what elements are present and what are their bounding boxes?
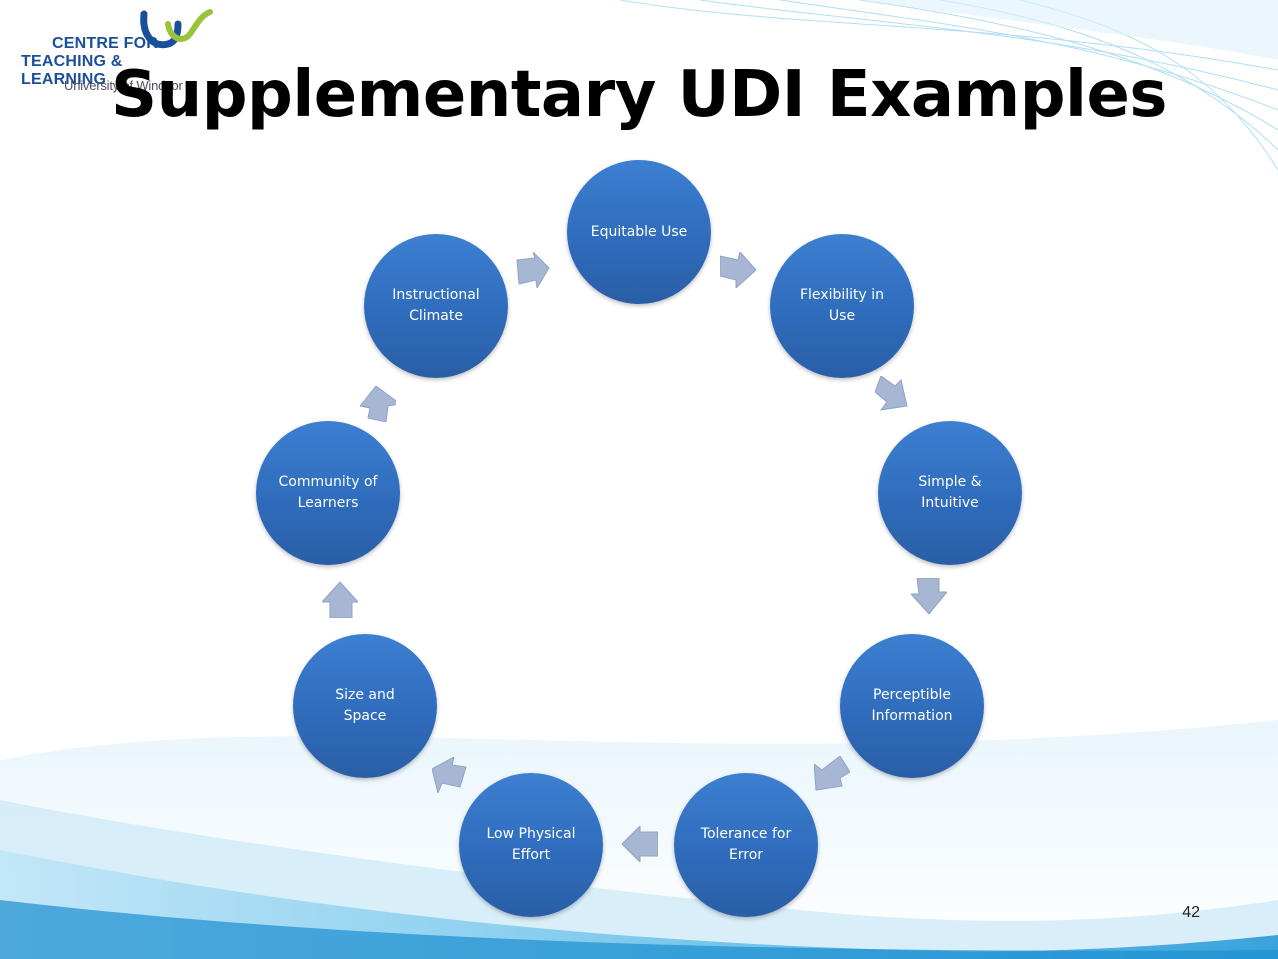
- cycle-arrow-8: [322, 582, 358, 618]
- node-label: Instructional Climate: [392, 287, 480, 324]
- node-label: Low Physical Effort: [486, 826, 576, 863]
- cycle-arrow-7: [432, 757, 467, 793]
- node-size-and-space: Size and Space: [293, 634, 437, 778]
- logo-line-3: University of Windsor: [64, 78, 183, 93]
- node-perceptible-information: Perceptible Information: [840, 634, 984, 778]
- node-low-physical-effort: Low Physical Effort: [459, 773, 603, 917]
- cycle-arrow-1: [516, 252, 550, 288]
- centre-logo: CENTRE FOR TEACHING & LEARNING Universit…: [10, 4, 213, 96]
- node-label: Equitable Use: [590, 223, 688, 240]
- node-instructional-climate: Instructional Climate: [364, 234, 508, 378]
- node-community-of-learners: Community of Learners: [256, 421, 400, 565]
- node-label: Simple & Intuitive: [918, 474, 982, 511]
- slide-title: Supplementary UDI Examples: [111, 58, 1167, 132]
- node-simple-intuitive: Simple & Intuitive: [878, 421, 1022, 565]
- cycle-arrow-5: [814, 756, 850, 791]
- logo-line-2: TEACHING & LEARNING: [21, 53, 123, 88]
- node-label: Perceptible Information: [871, 687, 953, 724]
- node-label: Tolerance for Error: [700, 826, 792, 863]
- node-flexibility-in-use: Flexibility in Use: [770, 234, 914, 378]
- logo-swoosh-icon: [140, 9, 213, 49]
- node-label: Flexibility in Use: [799, 287, 885, 324]
- cycle-arrow-4: [911, 578, 947, 614]
- node-equitable-use: Equitable Use: [567, 160, 711, 304]
- cycle-arrow-3: [875, 376, 908, 411]
- node-label: Size and Space: [335, 687, 395, 724]
- node-label: Community of Learners: [278, 474, 378, 511]
- node-tolerance-for-error: Tolerance for Error: [674, 773, 818, 917]
- cycle-arrow-9: [360, 386, 396, 422]
- cycle-arrow-6: [622, 826, 658, 862]
- logo-line-1: CENTRE FOR: [52, 35, 158, 52]
- page-number: 42: [1182, 904, 1200, 921]
- cycle-arrow-2: [720, 252, 756, 288]
